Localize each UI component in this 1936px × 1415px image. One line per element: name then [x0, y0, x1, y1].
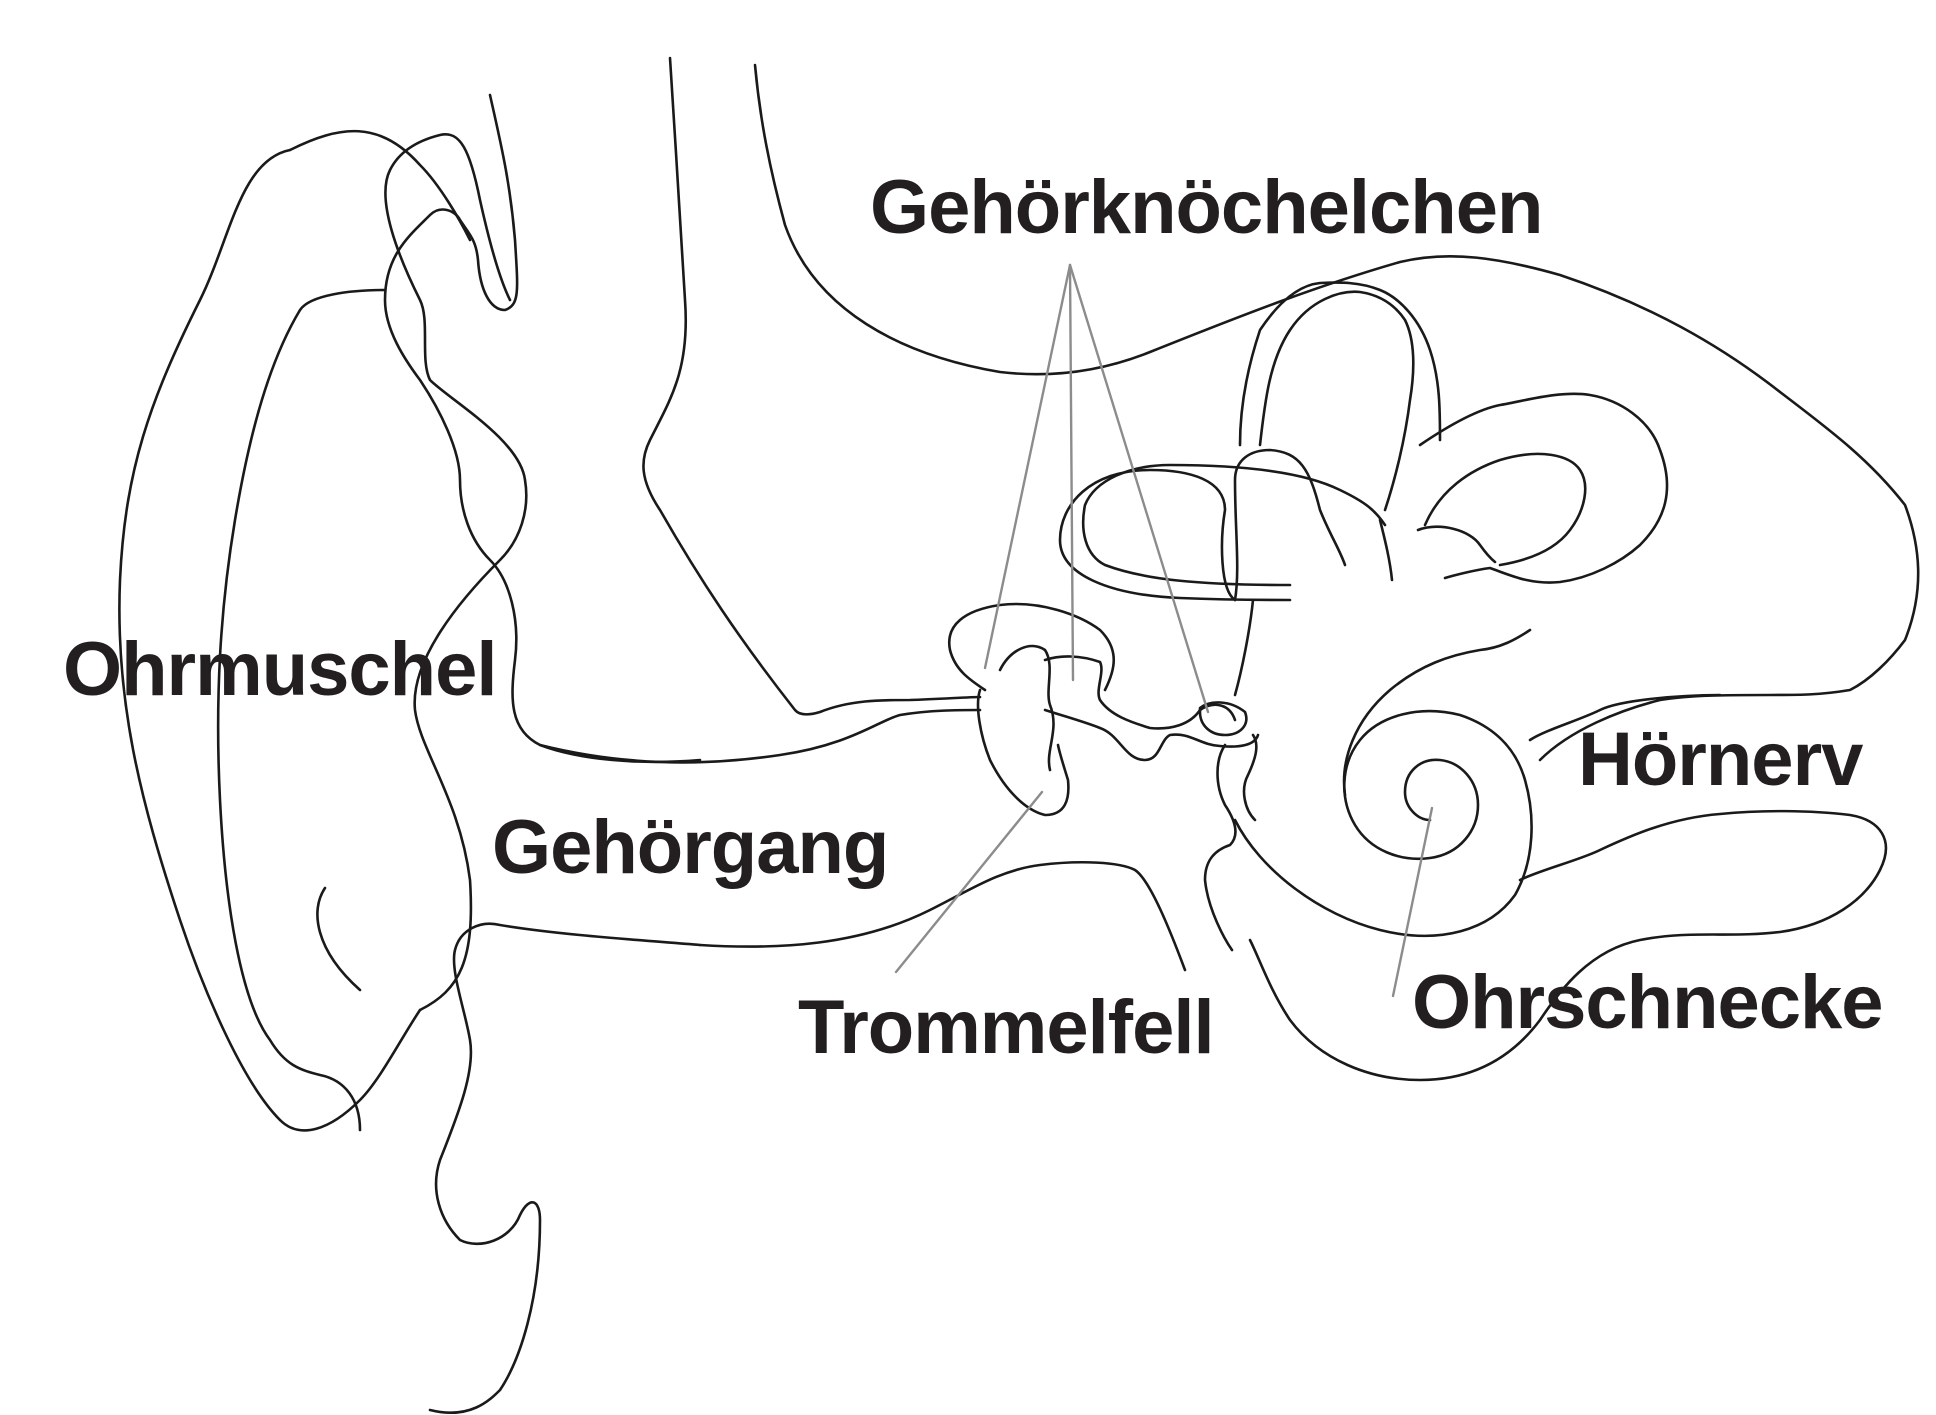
leader-ossicles-malleus [985, 265, 1070, 668]
auricle-outline [119, 95, 700, 1413]
label-ossicles: Gehörknöchelchen [870, 170, 1542, 246]
label-auricle: Ohrmuschel [63, 632, 496, 708]
label-ear-canal: Gehörgang [492, 810, 888, 886]
leader-ossicles-incus [1070, 265, 1073, 680]
leader-eardrum [896, 792, 1042, 972]
ossicles-outline [949, 600, 1258, 950]
leader-ossicles-stapes [1070, 265, 1208, 712]
inner-ear-outline [1060, 283, 1667, 600]
label-eardrum: Trommelfell [798, 990, 1214, 1066]
head-outline [643, 58, 1918, 760]
label-auditory-nerve: Hörnerv [1578, 722, 1862, 798]
label-cochlea: Ohrschnecke [1412, 965, 1883, 1041]
